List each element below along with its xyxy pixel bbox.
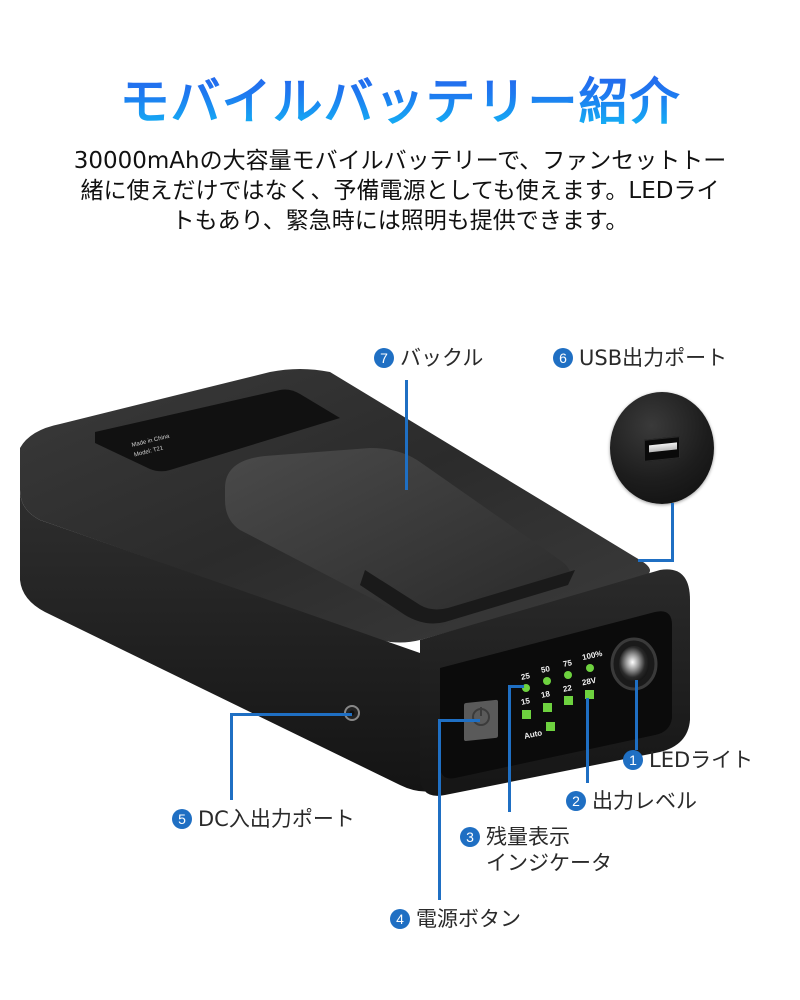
device-side-face [20, 490, 440, 792]
voltage-label: 15 [520, 696, 531, 707]
voltage-led [522, 710, 531, 719]
callout-label-line: 残量表示 [486, 825, 570, 849]
description-line: トもあり、緊急時には照明も提供できます。 [171, 208, 629, 234]
number-badge: 4 [390, 909, 410, 929]
level-led [522, 684, 530, 692]
callout-label: LEDライト [649, 748, 754, 772]
belt-clip [225, 448, 570, 622]
number-badge: 2 [566, 791, 586, 811]
page-title: モバイルバッテリー紹介 [0, 62, 800, 134]
callout-line-buckle [405, 380, 408, 490]
level-label: 75 [562, 658, 573, 669]
level-led [586, 664, 594, 672]
callout-line-output [586, 698, 589, 783]
callout-line-dc [230, 714, 233, 800]
number-badge: 1 [623, 750, 643, 770]
callout-dc-port: 5 DC入出力ポート [172, 806, 355, 832]
number-badge: 6 [553, 348, 573, 368]
level-label: 50 [540, 664, 551, 675]
callout-line-usb [671, 503, 674, 562]
callout-power-button: 4 電源ボタン [390, 906, 521, 932]
callout-label: DC入出力ポート [198, 807, 355, 831]
number-badge: 5 [172, 809, 192, 829]
callout-label-line: インジケータ [486, 851, 612, 875]
callout-buckle: 7 バックル [374, 345, 483, 371]
callout-line-indicator [508, 686, 511, 812]
callout-line-led [635, 680, 638, 750]
callout-label: 電源ボタン [416, 907, 521, 931]
callout-label: バックル [400, 346, 484, 370]
auto-led [546, 722, 555, 731]
usb-port-closeup [610, 392, 714, 504]
description-line: 緒に使えだけではなく、予備電源としても使えます。LEDライ [80, 178, 720, 204]
description-line: 30000mAhの大容量モバイルバッテリーで、ファンセットトー [73, 148, 727, 174]
voltage-label: 18 [540, 689, 551, 700]
callout-led-light: 1 LEDライト [623, 747, 753, 773]
voltage-label: 22 [562, 683, 573, 694]
callout-output-level: 2 出力レベル [566, 788, 697, 814]
callout-label: 出力レベル [592, 789, 697, 813]
level-led [564, 671, 572, 679]
level-led [543, 677, 551, 685]
callout-battery-indicator: 3 残量表示 インジケータ [460, 824, 612, 876]
callout-label: USB出力ポート [579, 346, 728, 370]
callout-usb-port: 6 USB出力ポート [553, 345, 727, 371]
power-button [464, 699, 498, 742]
level-label: 25 [520, 671, 531, 682]
voltage-led [585, 690, 594, 699]
spec-label-plate [95, 389, 340, 472]
number-badge: 7 [374, 348, 394, 368]
callout-line-power [438, 720, 441, 900]
product-description: 30000mAhの大容量モバイルバッテリーで、ファンセットトー 緒に使えだけでは… [40, 146, 760, 236]
usb-port-icon [644, 436, 680, 462]
number-badge: 3 [460, 827, 480, 847]
voltage-led [543, 703, 552, 712]
voltage-led [564, 696, 573, 705]
